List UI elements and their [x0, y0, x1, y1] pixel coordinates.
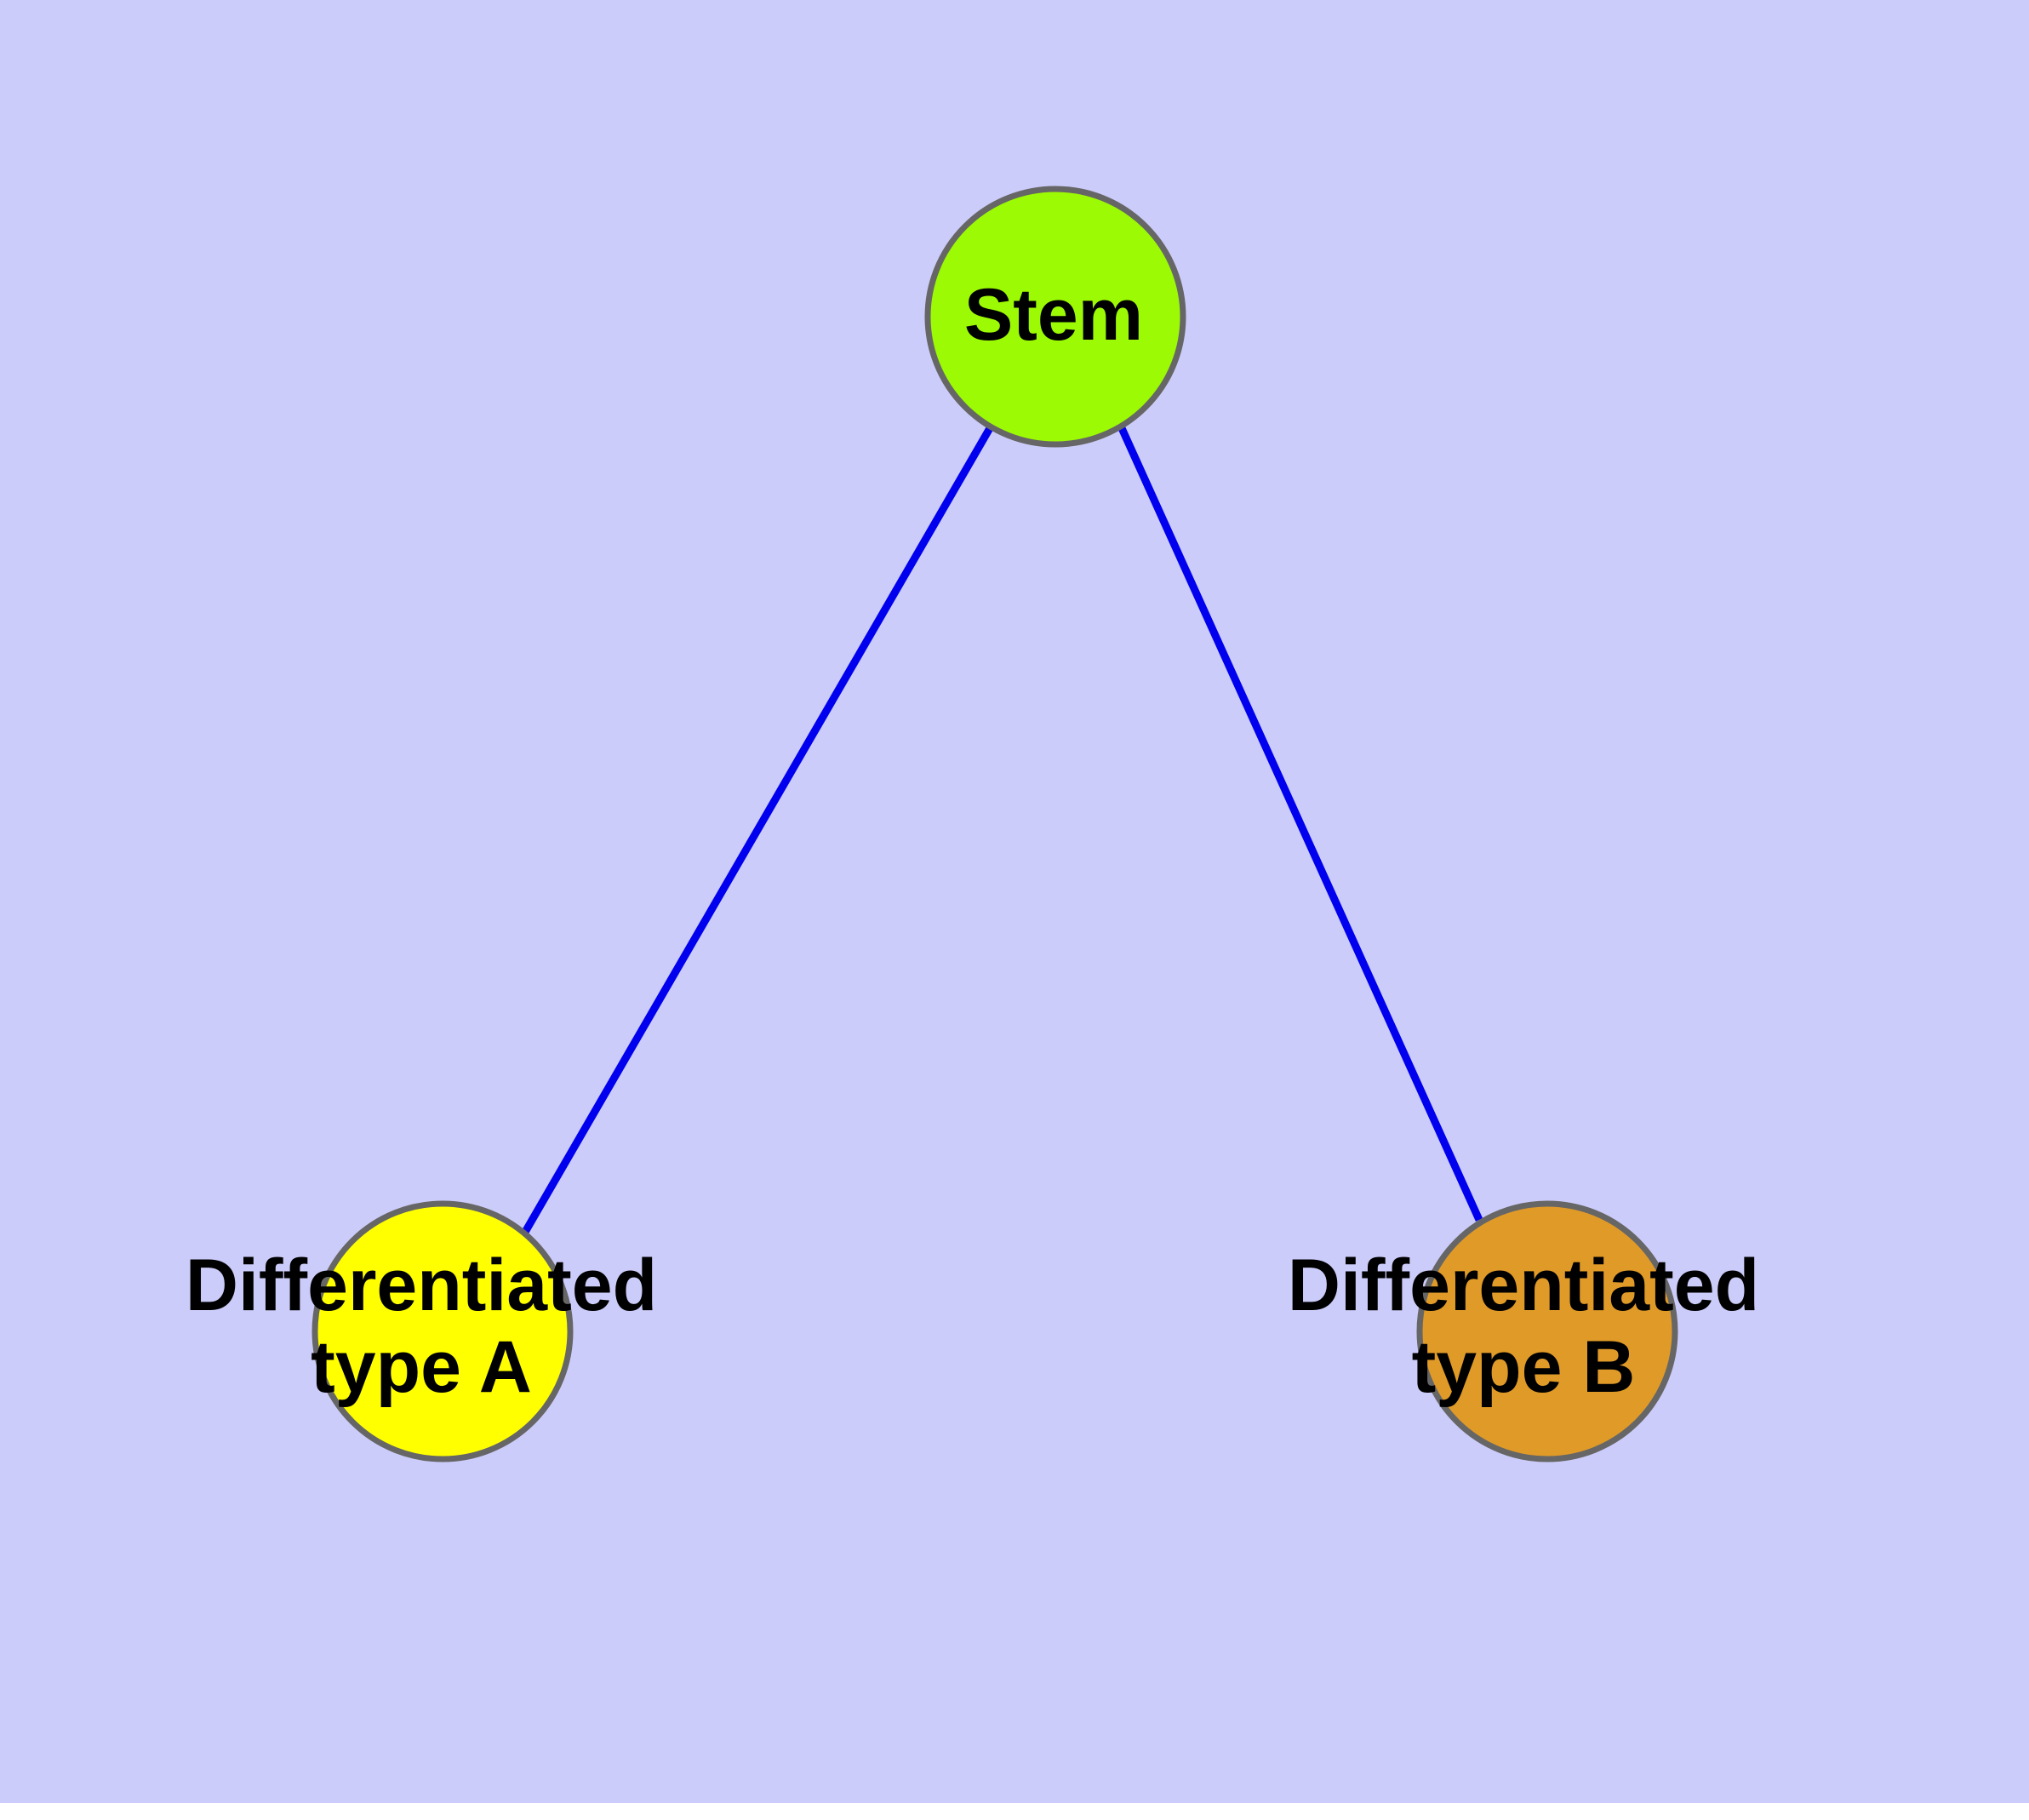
node-label-stem: Stem [964, 274, 1143, 356]
graph-edge-stem-to-diff-a[interactable] [521, 426, 993, 1236]
node-label-line: Differentiated [1288, 1245, 1759, 1326]
node-circle-diff-b[interactable] [1416, 1200, 1678, 1462]
edges-layer [521, 426, 1483, 1236]
node-label-line: Stem [964, 274, 1143, 356]
node-circle-diff-a[interactable] [311, 1200, 574, 1462]
graph-edge-stem-to-diff-b[interactable] [1117, 426, 1483, 1222]
node-label-line: type B [1412, 1326, 1636, 1408]
graph-node-stem[interactable]: Stem [924, 186, 1186, 448]
node-label-line: Differentiated [186, 1245, 657, 1326]
node-label-line: type A [311, 1326, 532, 1408]
node-circle-stem[interactable] [924, 186, 1186, 448]
